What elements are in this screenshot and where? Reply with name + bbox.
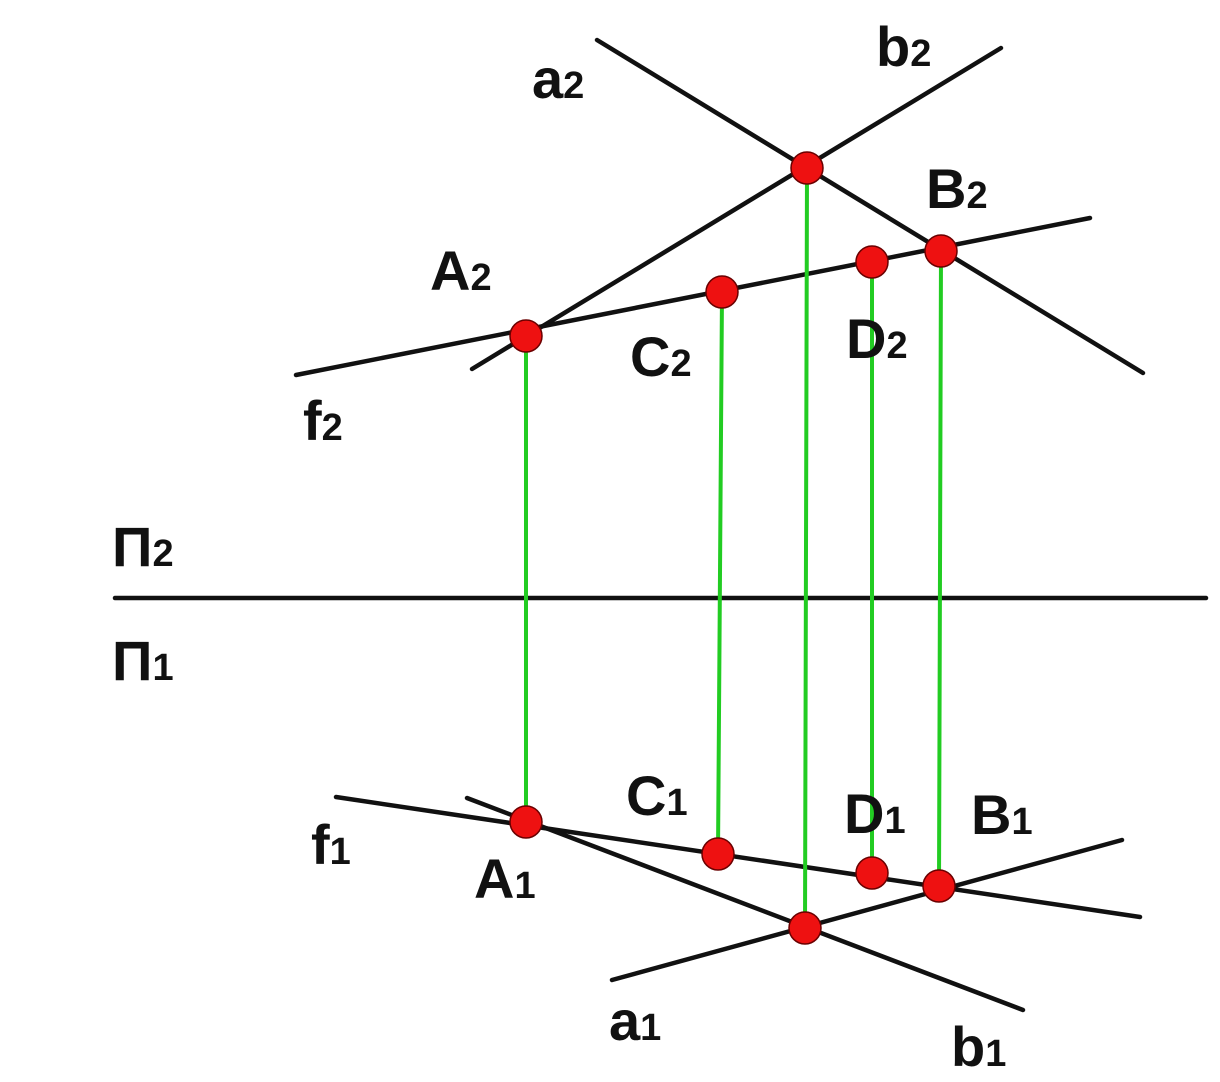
label-D2: D2 — [846, 307, 908, 370]
link-line-B — [937, 249, 943, 888]
point-B2 — [924, 234, 958, 268]
label-pi2: Π2 — [112, 515, 174, 578]
point-B1 — [922, 869, 956, 903]
point-A2 — [509, 319, 543, 353]
label-C2: C2 — [630, 325, 692, 388]
label-B2: B2 — [926, 157, 988, 220]
line-b1 — [464, 795, 1026, 1013]
label-f1: f1 — [311, 813, 351, 876]
point-D2 — [855, 245, 889, 279]
line-a1 — [609, 837, 1125, 983]
label-A1: A1 — [474, 847, 536, 910]
line-b2 — [469, 45, 1004, 372]
label-B1: B1 — [971, 783, 1033, 846]
label-a1: a1 — [609, 989, 661, 1052]
label-A2: A2 — [430, 239, 492, 302]
point-D1 — [855, 856, 889, 890]
label-D1: D1 — [844, 782, 906, 845]
point-K1 — [788, 911, 822, 945]
point-K2 — [790, 151, 824, 185]
point-C1 — [701, 837, 735, 871]
point-A1 — [509, 805, 543, 839]
line-f1 — [333, 794, 1143, 920]
label-f2: f2 — [303, 389, 343, 452]
line-a2 — [594, 37, 1146, 376]
label-C1: C1 — [626, 764, 688, 827]
label-pi1: Π1 — [112, 629, 174, 692]
line-f2 — [293, 215, 1093, 378]
link-line-K — [803, 166, 809, 930]
label-b2: b2 — [876, 15, 931, 78]
link-line-C — [716, 290, 724, 856]
point-C2 — [705, 275, 739, 309]
label-a2: a2 — [532, 47, 584, 110]
label-b1: b1 — [951, 1015, 1006, 1078]
